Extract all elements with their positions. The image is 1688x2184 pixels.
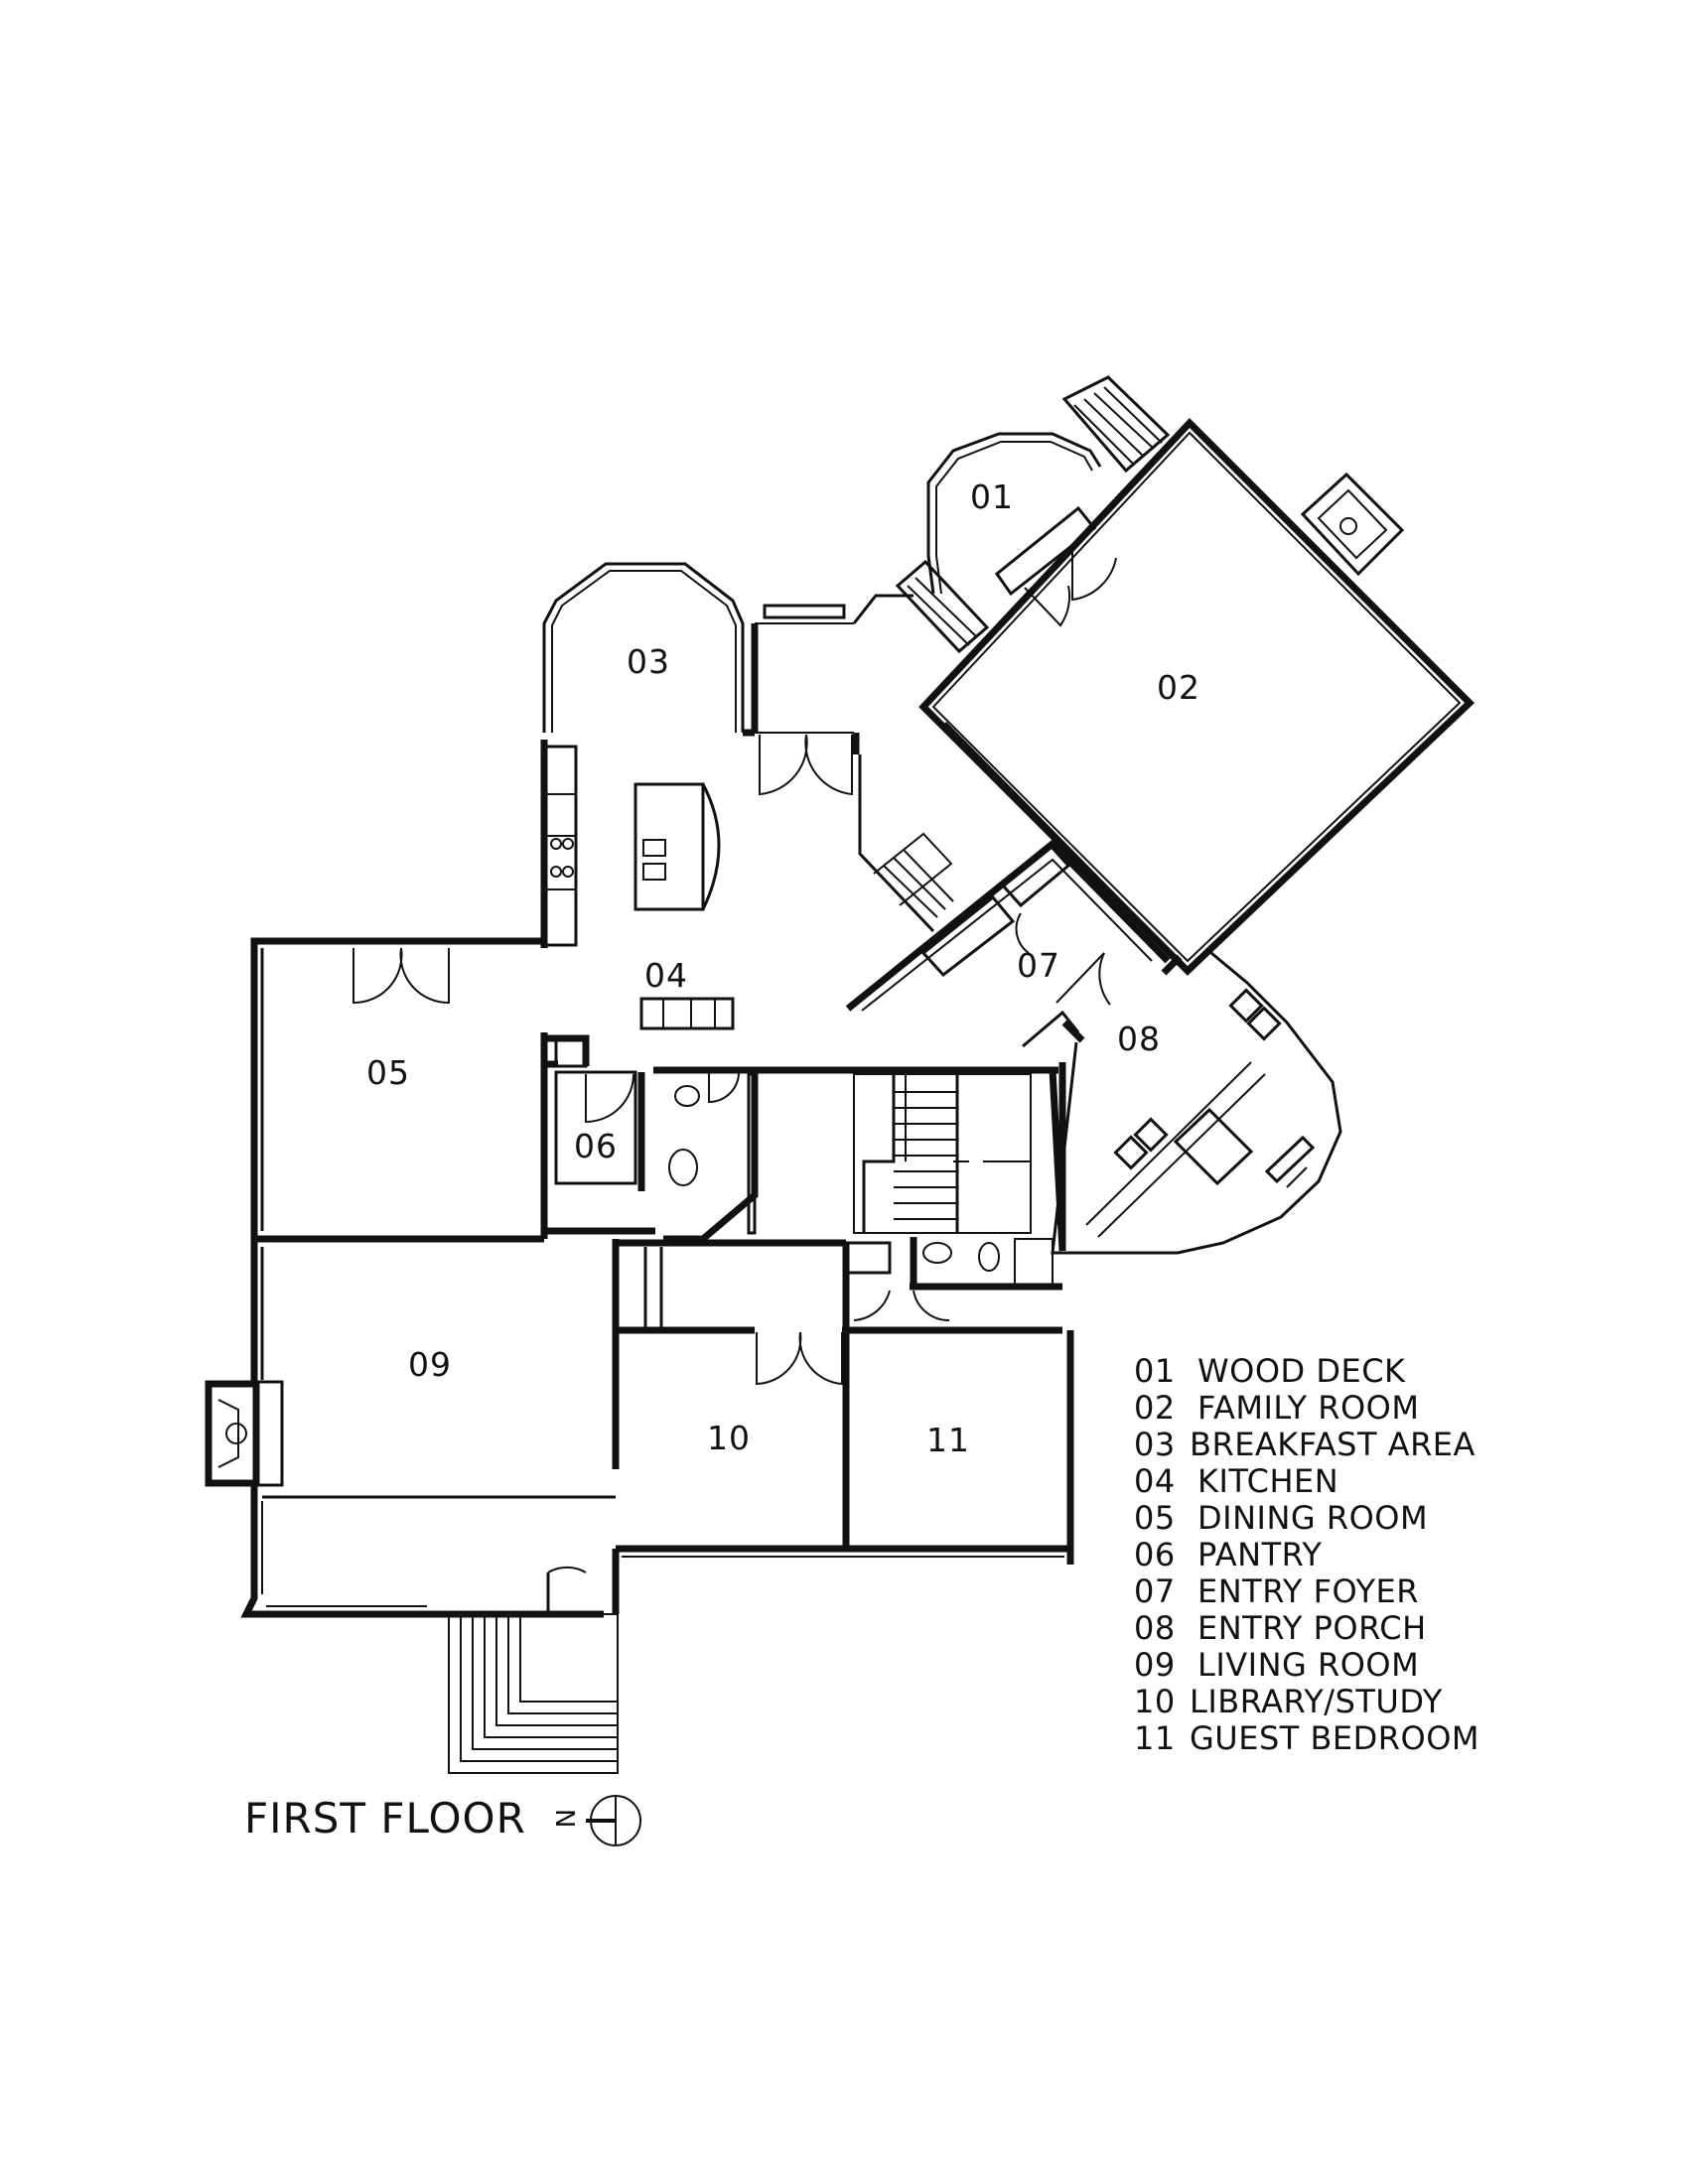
legend-name: PANTRY xyxy=(1197,1536,1322,1573)
room-label-05: 05 xyxy=(366,1053,410,1092)
legend-number: 08 xyxy=(1134,1609,1176,1647)
legend-item-08: 08 ENTRY PORCH xyxy=(1134,1609,1427,1647)
legend-item-05: 05 DINING ROOM xyxy=(1134,1499,1428,1537)
legend-item-01: 01 WOOD DECK xyxy=(1134,1352,1406,1390)
legend-name: DINING ROOM xyxy=(1197,1499,1428,1537)
legend-item-02: 02 FAMILY ROOM xyxy=(1134,1389,1419,1427)
legend-item-07: 07 ENTRY FOYER xyxy=(1134,1572,1419,1610)
legend-item-06: 06 PANTRY xyxy=(1134,1536,1322,1573)
room-label-06: 06 xyxy=(574,1127,618,1165)
room-label-03: 03 xyxy=(627,642,670,681)
floor-plan-walls xyxy=(205,375,1476,1774)
legend-number: 01 xyxy=(1134,1352,1176,1390)
legend-number: 05 xyxy=(1134,1499,1176,1537)
north-arrow-icon: N xyxy=(549,1795,641,1846)
legend-name: ENTRY PORCH xyxy=(1197,1609,1427,1647)
legend-number: 03 xyxy=(1134,1426,1176,1463)
legend-name: LIVING ROOM xyxy=(1197,1646,1419,1684)
room-label-01: 01 xyxy=(970,478,1014,516)
legend-name: LIBRARY/STUDY xyxy=(1190,1683,1443,1720)
legend-item-03: 03 BREAKFAST AREA xyxy=(1134,1426,1476,1463)
plan-title: FIRST FLOOR xyxy=(244,1794,526,1843)
legend-name: GUEST BEDROOM xyxy=(1190,1719,1479,1757)
room-label-02: 02 xyxy=(1157,668,1200,707)
room-label-08: 08 xyxy=(1117,1020,1161,1058)
legend-name: FAMILY ROOM xyxy=(1197,1389,1419,1427)
legend-number: 02 xyxy=(1134,1389,1176,1427)
legend-number: 04 xyxy=(1134,1462,1176,1500)
legend-name: KITCHEN xyxy=(1197,1462,1338,1500)
legend-item-11: 11 GUEST BEDROOM xyxy=(1134,1719,1479,1757)
north-letter: N xyxy=(549,1809,579,1829)
room-label-07: 07 xyxy=(1017,946,1060,985)
legend-number: 06 xyxy=(1134,1536,1176,1573)
legend-name: ENTRY FOYER xyxy=(1197,1572,1419,1610)
room-label-10: 10 xyxy=(707,1419,751,1457)
room-label-09: 09 xyxy=(408,1345,452,1384)
legend-item-10: 10 LIBRARY/STUDY xyxy=(1134,1683,1443,1720)
room-labels: 01 02 03 04 05 06 07 08 09 10 11 xyxy=(366,478,1200,1459)
legend-item-04: 04 KITCHEN xyxy=(1134,1462,1338,1500)
legend-number: 10 xyxy=(1134,1683,1176,1720)
room-label-04: 04 xyxy=(644,956,688,995)
legend-number: 07 xyxy=(1134,1572,1176,1610)
legend-name: BREAKFAST AREA xyxy=(1190,1426,1476,1463)
legend-number: 11 xyxy=(1134,1719,1176,1757)
legend-number: 09 xyxy=(1134,1646,1176,1684)
room-legend: 01 WOOD DECK 02 FAMILY ROOM 03 BREAKFAST… xyxy=(1134,1352,1479,1757)
legend-item-09: 09 LIVING ROOM xyxy=(1134,1646,1419,1684)
legend-name: WOOD DECK xyxy=(1197,1352,1406,1390)
room-label-11: 11 xyxy=(926,1421,970,1459)
